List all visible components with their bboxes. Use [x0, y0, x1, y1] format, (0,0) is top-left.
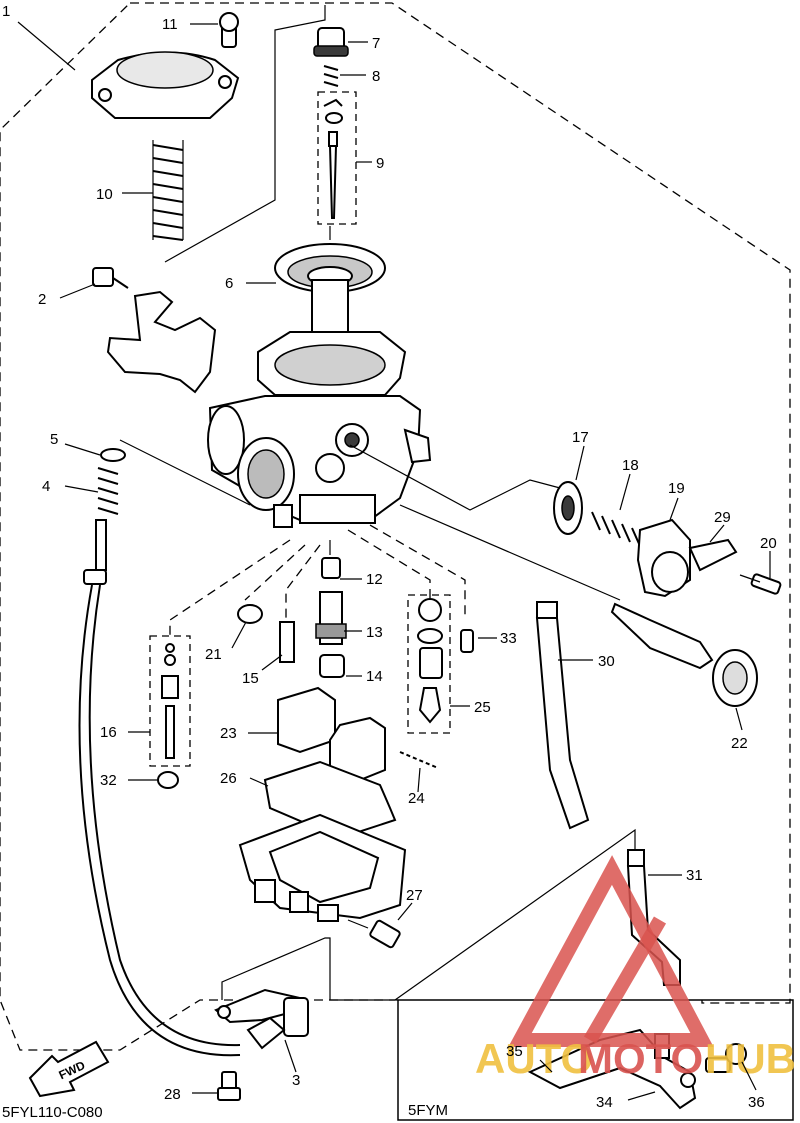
callout-leaders	[59, 23, 771, 1101]
callout-36: 36	[748, 1094, 765, 1111]
drain-screw-27	[347, 919, 401, 949]
callout-13: 13	[366, 624, 383, 641]
callout-4: 4	[42, 478, 50, 495]
callout-33: 33	[500, 630, 517, 647]
watermark-text-2: MOTO	[578, 1035, 703, 1082]
jet-parts	[315, 557, 347, 678]
screw-33	[460, 629, 474, 653]
callout-17: 17	[572, 429, 589, 446]
callout-20: 20	[760, 535, 777, 552]
screw-2	[92, 267, 129, 289]
callout-25: 25	[474, 699, 491, 716]
needle-group	[313, 27, 357, 225]
callout-29: 29	[714, 509, 731, 526]
gasket-26	[263, 760, 397, 840]
fwd-arrow-icon: FWD	[28, 1040, 110, 1098]
callout-8: 8	[372, 68, 380, 85]
callout-34: 34	[596, 1094, 613, 1111]
callout-24: 24	[408, 790, 425, 807]
callout-12: 12	[366, 571, 383, 588]
spring-4	[97, 467, 119, 515]
callout-10: 10	[96, 186, 113, 203]
washer-5	[100, 448, 126, 462]
callout-30: 30	[598, 653, 615, 670]
callout-31: 31	[686, 867, 703, 884]
callout-3: 3	[292, 1072, 300, 1089]
oring-21	[237, 604, 263, 624]
callout-labels: 1 2 3 4 5 6 7 8 9 10 11 12 13 14 15 16 1…	[2, 3, 777, 1111]
top-cover	[91, 12, 240, 119]
callout-26: 26	[220, 770, 237, 787]
throttle-bracket	[106, 290, 217, 394]
callout-23: 23	[220, 725, 237, 742]
variant-box-label: 5FYM	[408, 1102, 448, 1119]
cap-32	[157, 771, 179, 789]
callout-2: 2	[38, 291, 46, 308]
group-25	[407, 594, 451, 734]
callout-18: 18	[622, 457, 639, 474]
callout-28: 28	[164, 1086, 181, 1103]
group-16	[149, 635, 191, 767]
callout-9: 9	[376, 155, 384, 172]
hose-30	[535, 601, 590, 830]
callout-5: 5	[50, 431, 58, 448]
assembly-boundary	[0, 2, 791, 1051]
callout-16: 16	[100, 724, 117, 741]
watermark-logo: AUTO MOTO HUB	[475, 855, 796, 1082]
carburetor-body	[207, 331, 432, 528]
callout-1: 1	[2, 3, 10, 20]
callout-14: 14	[366, 668, 383, 685]
callout-35: 35	[506, 1043, 523, 1060]
diagram-code: 5FYL110-C080	[2, 1104, 103, 1121]
choke-plunger	[610, 602, 758, 707]
inset-parts	[527, 1028, 747, 1110]
callout-7: 7	[372, 35, 380, 52]
callout-11: 11	[162, 16, 178, 33]
pilot-screw-15	[279, 621, 295, 663]
screw-28	[217, 1071, 241, 1101]
callout-32: 32	[100, 772, 117, 789]
callout-22: 22	[731, 735, 748, 752]
watermark-text-1: AUTO	[475, 1035, 593, 1082]
throttle-cable	[78, 519, 241, 1057]
callout-6: 6	[225, 275, 233, 292]
float-bowl	[238, 813, 407, 922]
callout-15: 15	[242, 670, 259, 687]
spring-10	[152, 140, 184, 241]
callout-19: 19	[668, 480, 685, 497]
callout-27: 27	[406, 887, 423, 904]
accelerator-pump-group	[553, 481, 782, 598]
variant-inset-box	[397, 999, 794, 1121]
float-23	[277, 686, 386, 784]
watermark-text-3: HUB	[705, 1035, 796, 1082]
throttle-stop-3	[214, 988, 309, 1050]
diaphragm	[274, 226, 386, 357]
callout-21: 21	[205, 646, 222, 663]
